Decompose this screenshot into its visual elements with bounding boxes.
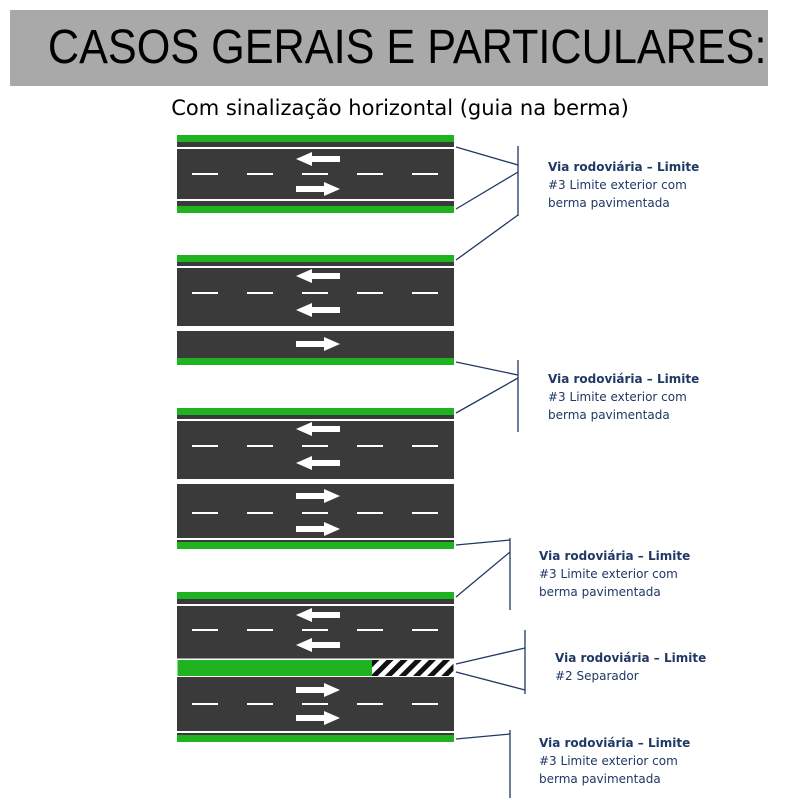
leader-line <box>455 361 519 376</box>
label-limit-4: Via rodoviária – Limite #3 Limite exteri… <box>539 734 690 788</box>
leader-lines <box>455 146 526 798</box>
leader-line <box>455 171 519 210</box>
shoulder-top <box>177 255 454 262</box>
separator-strip <box>177 326 454 331</box>
arrow-right <box>296 489 340 503</box>
road-section-1 <box>177 135 454 213</box>
label-limit-3: Via rodoviária – Limite #3 Limite exteri… <box>539 547 690 601</box>
label-line: berma pavimentada <box>548 408 670 422</box>
page-title: CASOS GERAIS E PARTICULARES: <box>47 21 767 74</box>
leader-line <box>455 214 519 261</box>
page-subtitle: Com sinalização horizontal (guia na berm… <box>171 96 629 120</box>
label-title: Via rodoviária – Limite <box>539 736 691 750</box>
label-title: Via rodoviária – Limite <box>555 651 707 665</box>
separator-hatched <box>372 660 454 676</box>
road-section-4 <box>176 592 455 742</box>
shoulder-top <box>177 592 454 599</box>
arrow-left <box>296 638 340 652</box>
label-line: berma pavimentada <box>539 772 661 786</box>
road-section-2 <box>177 255 454 365</box>
arrow-left <box>296 422 340 436</box>
leader-line <box>455 146 519 166</box>
shoulder-top <box>177 408 454 415</box>
shoulder-bottom <box>177 358 454 365</box>
label-limit-1: Via rodoviária – Limite #3 Limite exteri… <box>548 158 699 212</box>
shoulder-bottom <box>177 542 454 549</box>
title-bar: CASOS GERAIS E PARTICULARES: <box>10 10 768 86</box>
separator-green <box>177 660 372 676</box>
leader-line <box>455 647 526 665</box>
leader-line <box>455 539 511 546</box>
leader-line <box>455 551 511 598</box>
arrow-right <box>296 182 340 196</box>
arrow-left <box>296 303 340 317</box>
arrow-left <box>296 152 340 166</box>
leader-line <box>455 377 519 414</box>
label-title: Via rodoviária – Limite <box>548 372 700 386</box>
shoulder-top <box>177 135 454 142</box>
label-line: #3 Limite exterior com <box>548 178 687 192</box>
label-limit-2: Via rodoviária – Limite #3 Limite exteri… <box>548 370 699 424</box>
label-line: berma pavimentada <box>548 196 670 210</box>
label-line: #2 Separador <box>555 669 639 683</box>
arrow-left <box>296 608 340 622</box>
arrow-left <box>296 269 340 283</box>
label-title: Via rodoviária – Limite <box>539 549 691 563</box>
arrow-right <box>296 337 340 351</box>
road-section-3 <box>177 408 454 549</box>
arrow-right <box>296 711 340 725</box>
arrow-right <box>296 522 340 536</box>
leader-line <box>455 733 511 740</box>
arrow-right <box>296 683 340 697</box>
label-separator: Via rodoviária – Limite #2 Separador <box>555 649 706 685</box>
label-title: Via rodoviária – Limite <box>548 160 700 174</box>
label-line: #3 Limite exterior com <box>539 754 678 768</box>
label-line: berma pavimentada <box>539 585 661 599</box>
label-line: #3 Limite exterior com <box>548 390 687 404</box>
shoulder-bottom <box>177 735 454 742</box>
label-line: #3 Limite exterior com <box>539 567 678 581</box>
separator-strip <box>177 479 454 484</box>
shoulder-bottom <box>177 206 454 213</box>
road-surface <box>177 677 454 735</box>
arrow-left <box>296 456 340 470</box>
leader-line <box>455 671 526 691</box>
